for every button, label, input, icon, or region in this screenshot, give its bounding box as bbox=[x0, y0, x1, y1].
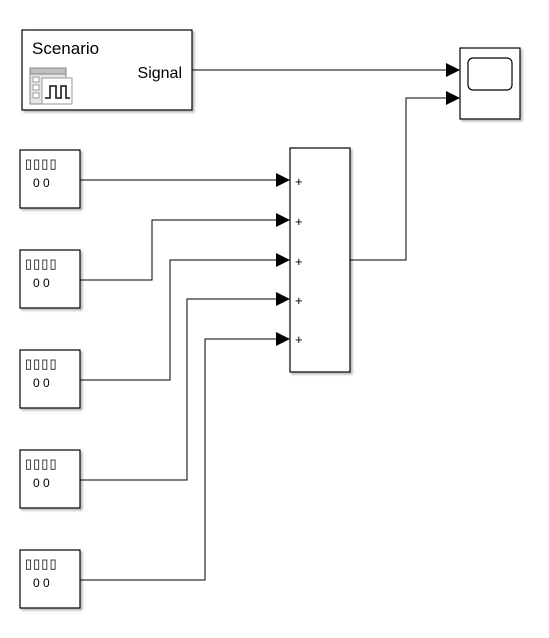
constant-value-text: 0 0 bbox=[33, 176, 50, 190]
scenario-signal-port-label: Signal bbox=[138, 65, 182, 82]
constant-block-1[interactable]: ▯▯▯▯ 0 0 bbox=[19, 149, 81, 209]
sum-input-sign-4: + bbox=[295, 293, 303, 308]
constant-digit-boxes: ▯▯▯▯ bbox=[25, 356, 58, 371]
sum-block[interactable]: + + + + + bbox=[289, 147, 351, 373]
constant-digit-boxes: ▯▯▯▯ bbox=[25, 256, 58, 271]
sum-input-sign-5: + bbox=[295, 332, 303, 347]
constant-digit-boxes: ▯▯▯▯ bbox=[25, 156, 58, 171]
constant-digit-boxes: ▯▯▯▯ bbox=[25, 556, 58, 571]
signal-line-constant3-to-sum[interactable] bbox=[80, 259, 276, 381]
signal-line-sum-to-scope[interactable] bbox=[350, 97, 446, 261]
arrowhead bbox=[276, 292, 290, 306]
constant-value-text: 0 0 bbox=[33, 376, 50, 390]
signal-builder-icon bbox=[29, 67, 73, 105]
constant-block-4[interactable]: ▯▯▯▯ 0 0 bbox=[19, 449, 81, 509]
constant-value-text: 0 0 bbox=[33, 576, 50, 590]
sum-input-sign-1: + bbox=[295, 174, 303, 189]
scope-screen-icon bbox=[467, 57, 513, 91]
scenario-block-title: Scenario bbox=[32, 39, 99, 58]
constant-block-2[interactable]: ▯▯▯▯ 0 0 bbox=[19, 249, 81, 309]
constant-block-5[interactable]: ▯▯▯▯ 0 0 bbox=[19, 549, 81, 609]
arrowhead bbox=[276, 332, 290, 346]
signal-line-constant2-to-sum[interactable] bbox=[80, 219, 276, 281]
arrowhead bbox=[446, 63, 460, 77]
arrowhead bbox=[276, 213, 290, 227]
constant-block-3[interactable]: ▯▯▯▯ 0 0 bbox=[19, 349, 81, 409]
signal-line-constant4-to-sum[interactable] bbox=[80, 298, 276, 481]
scenario-block[interactable]: Scenario Signal bbox=[21, 29, 193, 111]
constant-value-text: 0 0 bbox=[33, 476, 50, 490]
arrowhead bbox=[276, 253, 290, 267]
arrowhead bbox=[276, 173, 290, 187]
arrowhead bbox=[446, 91, 460, 105]
constant-digit-boxes: ▯▯▯▯ bbox=[25, 456, 58, 471]
constant-value-text: 0 0 bbox=[33, 276, 50, 290]
sum-input-sign-3: + bbox=[295, 254, 303, 269]
sum-input-sign-2: + bbox=[295, 214, 303, 229]
scope-block[interactable] bbox=[459, 47, 521, 120]
signal-line-constant5-to-sum[interactable] bbox=[80, 338, 276, 581]
